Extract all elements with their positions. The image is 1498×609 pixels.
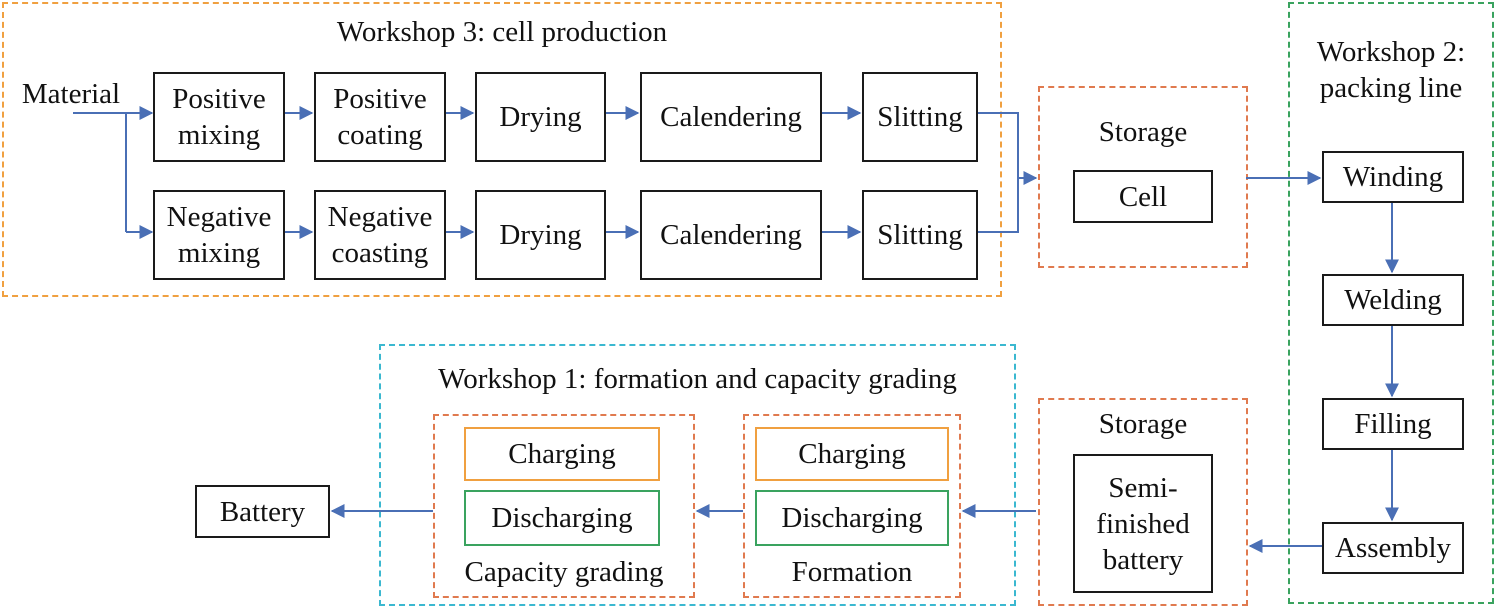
positive-coating-box: Positive coating (314, 72, 446, 162)
capacity-grading-label: Capacity grading (464, 556, 664, 588)
positive-calendering-box: Calendering (640, 72, 822, 162)
positive-drying-box: Drying (475, 72, 606, 162)
line-slit-neg-merge (978, 178, 1019, 233)
storage-cell-title: Storage (1098, 116, 1188, 148)
positive-mixing-box: Positive mixing (153, 72, 285, 162)
negative-mixing-box: Negative mixing (153, 190, 285, 280)
negative-slitting-box: Slitting (862, 190, 978, 280)
cell-box: Cell (1073, 170, 1213, 223)
winding-box: Winding (1322, 151, 1464, 203)
grading-discharging-box: Discharging (464, 490, 660, 546)
workshop1-title: Workshop 1: formation and capacity gradi… (438, 363, 957, 395)
workshop3-title: Workshop 3: cell production (336, 16, 668, 48)
negative-calendering-box: Calendering (640, 190, 822, 280)
grading-charging-box: Charging (464, 427, 660, 481)
welding-box: Welding (1322, 274, 1464, 326)
negative-coasting-box: Negative coasting (314, 190, 446, 280)
filling-box: Filling (1322, 398, 1464, 450)
formation-discharging-box: Discharging (755, 490, 949, 546)
formation-label: Formation (791, 556, 913, 588)
capacity-grading-group (433, 414, 695, 598)
formation-group (743, 414, 961, 598)
storage-semi-group (1038, 398, 1248, 606)
line-slit-pos-merge (978, 112, 1019, 178)
workshop2-group (1288, 2, 1494, 604)
material-label: Material (21, 78, 121, 110)
workshop3-group (2, 2, 1002, 297)
storage-semi-title: Storage (1098, 408, 1188, 440)
battery-box: Battery (195, 485, 330, 538)
workshop2-title: Workshop 2: packing line (1316, 36, 1466, 104)
positive-slitting-box: Slitting (862, 72, 978, 162)
workshop1-group (379, 344, 1016, 606)
semi-finished-battery-box: Semi- finished battery (1073, 454, 1213, 593)
assembly-box: Assembly (1322, 522, 1464, 574)
negative-drying-box: Drying (475, 190, 606, 280)
formation-charging-box: Charging (755, 427, 949, 481)
